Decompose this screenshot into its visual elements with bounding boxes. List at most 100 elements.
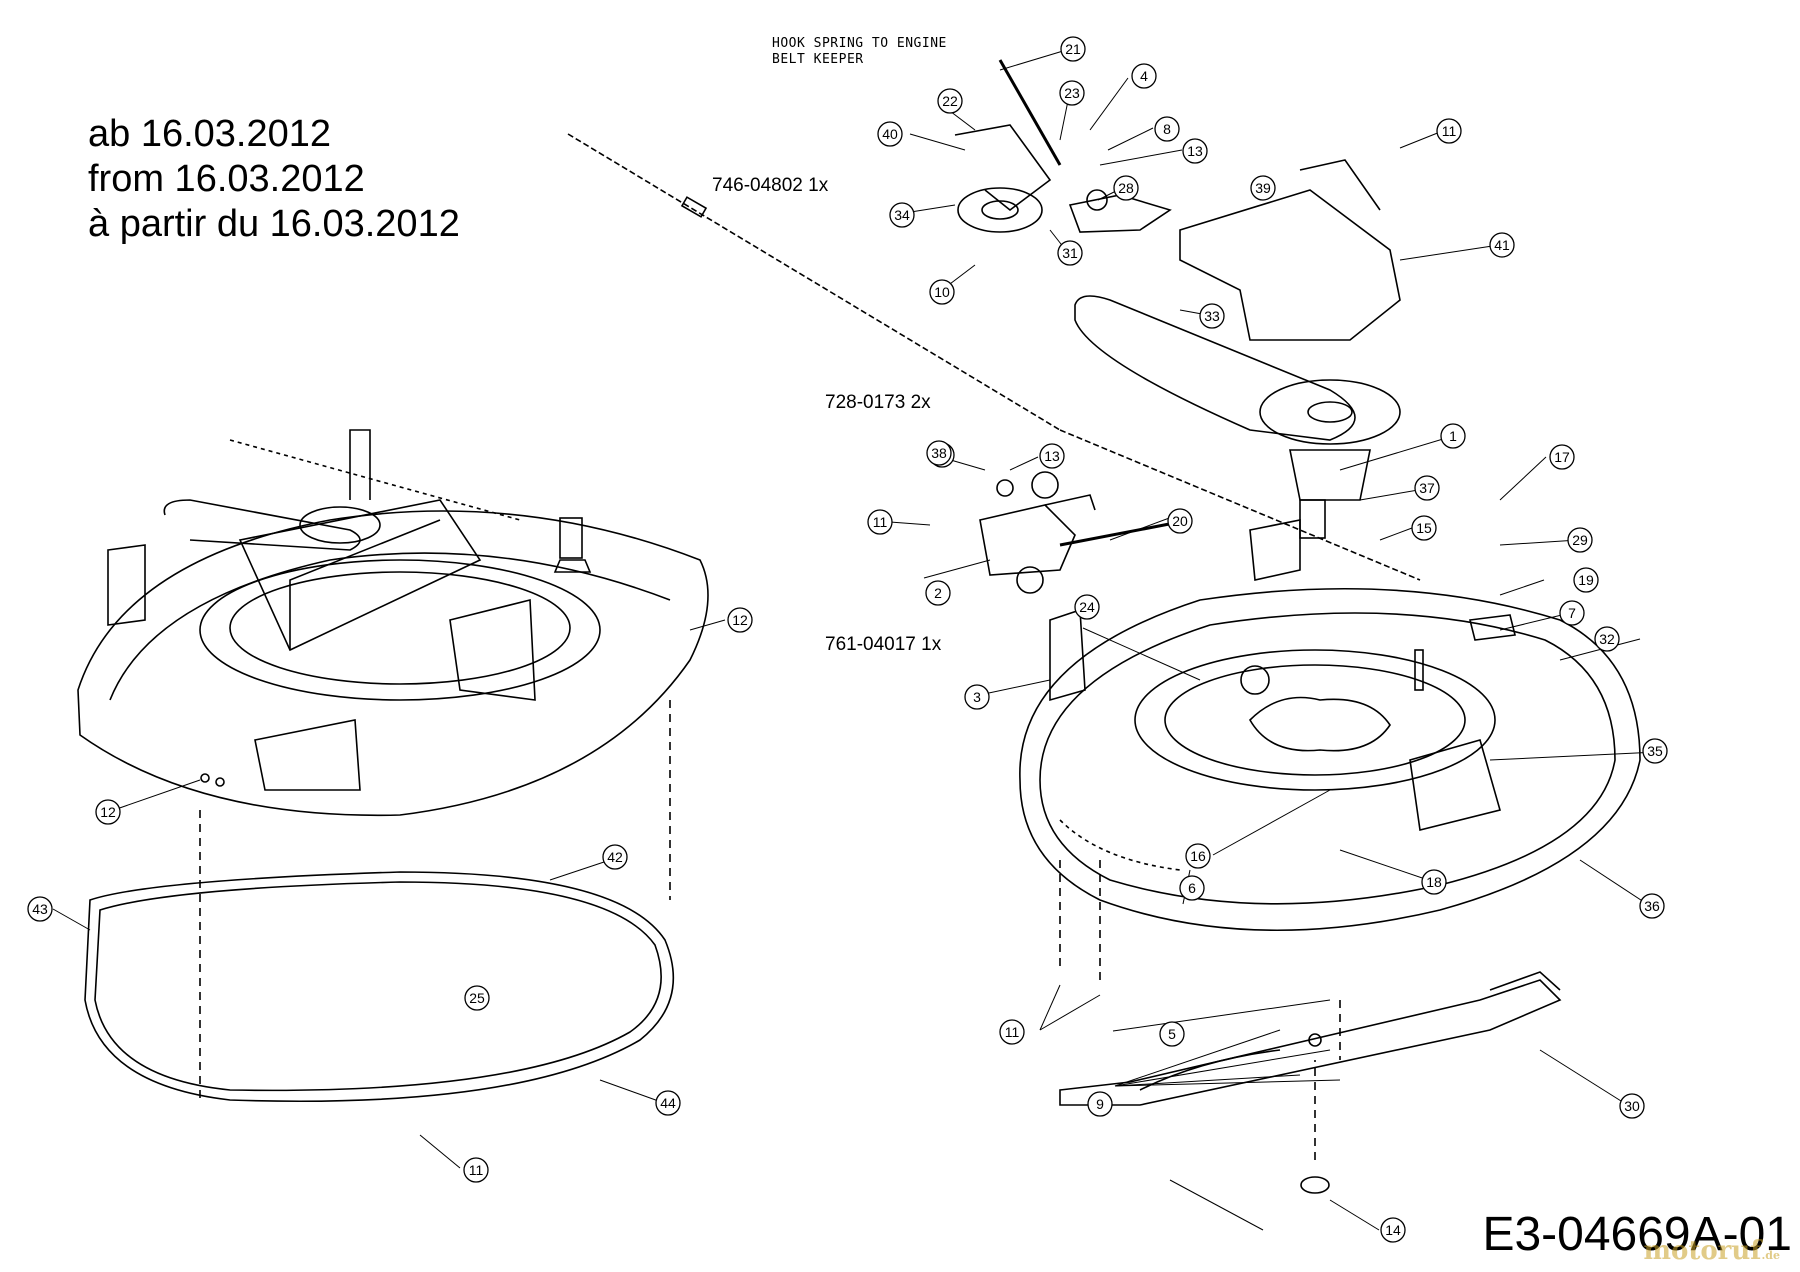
callout-circle	[1057, 240, 1083, 266]
right-deck-dome-inner	[1164, 664, 1466, 776]
callout-circle	[1619, 1093, 1645, 1119]
callout-number: 21	[1065, 41, 1081, 57]
callout-number: 11	[873, 514, 888, 530]
callout-number: 22	[942, 93, 958, 109]
callout-21: 21	[1060, 36, 1086, 62]
deck-spindle-opening	[1249, 696, 1391, 752]
callout-circle	[1489, 232, 1515, 258]
callout-2: 2	[925, 580, 951, 606]
callout-number: 11	[469, 1162, 484, 1178]
deck-bumper-17	[1299, 499, 1326, 539]
engagement-bracket	[979, 471, 1191, 594]
belt-and-spindle	[1074, 295, 1401, 501]
control-cable-end	[1059, 429, 1421, 581]
callout-circle	[1594, 626, 1620, 652]
callout-18: 18	[1421, 869, 1447, 895]
callout-number: 18	[1426, 874, 1442, 890]
watermark-logo: motoruf.de	[1643, 1236, 1780, 1266]
callout-12: 12	[727, 607, 753, 633]
callout-20: 20	[1167, 508, 1193, 534]
callout-9: 9	[1087, 1091, 1113, 1117]
skirt-outer	[84, 871, 675, 1103]
callout-35: 35	[1642, 738, 1668, 764]
deck-bracket-37	[1249, 519, 1301, 581]
spindle-pulley	[1259, 379, 1401, 445]
callout-circle	[1642, 738, 1668, 764]
washer-27	[996, 479, 1014, 497]
callout-36: 36	[1639, 893, 1665, 919]
callout-number: 34	[894, 207, 910, 223]
callout-number: 16	[1190, 848, 1206, 864]
callout-number: 4	[1140, 68, 1148, 84]
callout-circle	[1113, 175, 1139, 201]
partno-cable: 746-04802 1x	[712, 175, 829, 196]
right-deck	[1019, 499, 1641, 931]
callout-circle	[1074, 594, 1100, 620]
callout-13-2: 13	[1039, 443, 1065, 469]
callout-circle	[1639, 893, 1665, 919]
left-deck-dome	[199, 559, 601, 701]
callout-30: 30	[1619, 1093, 1645, 1119]
callout-circle	[1179, 875, 1205, 901]
callout-circle	[877, 121, 903, 147]
belt-keeper-body	[1179, 189, 1401, 341]
callout-number: 19	[1578, 572, 1594, 588]
callout-circle	[1154, 116, 1180, 142]
spindle-pulley-hub	[1307, 401, 1353, 423]
callout-number: 43	[32, 901, 48, 917]
callout-17: 17	[1549, 444, 1575, 470]
callout-circle	[937, 88, 963, 114]
callout-number: 12	[100, 804, 116, 820]
callout-number: 6	[1188, 880, 1196, 896]
partno-bushing: 761-04017 1x	[825, 634, 942, 655]
callout-number: 8	[1163, 121, 1171, 137]
callout-number: 15	[1416, 520, 1432, 536]
watermark-tld: .de	[1761, 1249, 1780, 1262]
drawing-code: E3-04669A-01	[1482, 1208, 1792, 1261]
left-pulley	[299, 506, 381, 544]
callout-number: 9	[1096, 1096, 1104, 1112]
left-bumper	[559, 517, 583, 559]
date-line-de: ab 16.03.2012	[88, 113, 332, 155]
deck-skirt-guide	[1059, 819, 1181, 871]
callout-circle	[925, 580, 951, 606]
callout-44: 44	[655, 1090, 681, 1116]
callout-circle	[655, 1090, 681, 1116]
idler-arm-plate	[1068, 194, 1172, 233]
right-deck-rim	[1039, 612, 1616, 905]
callout-8: 8	[1154, 116, 1180, 142]
drive-belt	[1074, 295, 1356, 441]
callout-number: 11	[1005, 1024, 1020, 1040]
date-block: ab 16.03.2012 from 16.03.2012 à partir d…	[88, 112, 460, 247]
callout-circle	[1167, 508, 1193, 534]
callout-number: 7	[1568, 605, 1576, 621]
callout-number: 41	[1494, 237, 1510, 253]
callout-28: 28	[1113, 175, 1139, 201]
callout-circle	[1039, 443, 1065, 469]
callout-number: 13	[1044, 448, 1060, 464]
callout-39: 39	[1250, 175, 1276, 201]
callout-23: 23	[1059, 80, 1085, 106]
deck-bracket-35	[1409, 739, 1501, 831]
callout-circle	[1380, 1217, 1406, 1243]
callout-circle	[999, 1019, 1025, 1045]
idler-pulley-hub	[981, 200, 1019, 220]
callout-number: 23	[1064, 85, 1080, 101]
callout-number: 29	[1572, 532, 1588, 548]
bushing-placeholder-2	[1016, 566, 1044, 594]
callout-11-3: 11	[999, 1019, 1025, 1045]
washer-28	[1086, 189, 1108, 211]
callout-number: 1	[1449, 428, 1457, 444]
left-belt-keeper	[238, 499, 482, 652]
blade-tip-lift	[1489, 971, 1561, 991]
callout-37: 37	[1414, 475, 1440, 501]
right-deck-dome	[1134, 649, 1496, 791]
callout-34: 34	[889, 202, 915, 228]
partno-clip: 728-0173 2x	[825, 392, 931, 413]
spacer-32	[1414, 649, 1424, 691]
callout-40: 40	[877, 121, 903, 147]
callout-22: 22	[937, 88, 963, 114]
engagement-bracket-plate	[979, 504, 1076, 576]
